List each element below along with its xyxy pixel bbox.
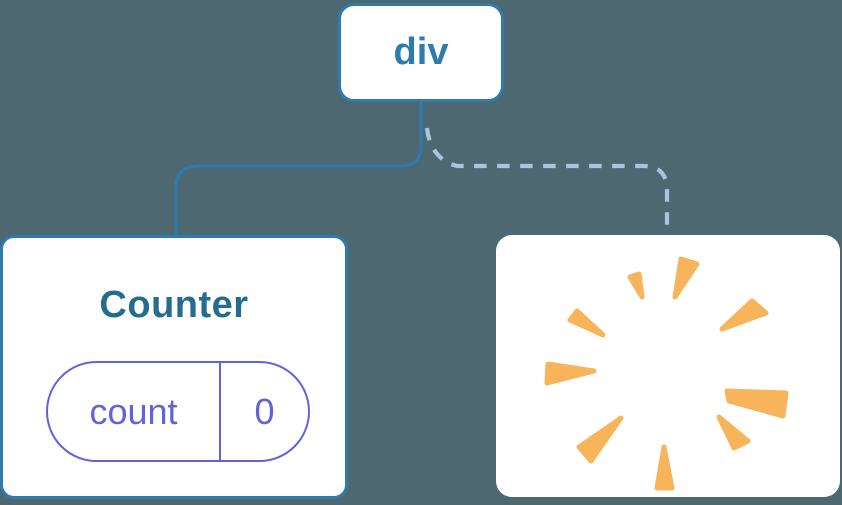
edge-solid-div-to-counter xyxy=(174,102,423,236)
counter-card: Counter count 0 xyxy=(0,235,348,499)
burst-ray xyxy=(576,415,624,464)
burst-ray xyxy=(716,414,751,451)
burst-ray xyxy=(719,298,769,332)
poof-burst-icon xyxy=(544,256,789,491)
state-pill-value: 0 xyxy=(254,390,275,432)
burst-ray xyxy=(627,271,645,300)
burst-ray xyxy=(672,256,700,300)
burst-ray xyxy=(544,361,597,386)
state-pill-key: count xyxy=(48,363,221,460)
burst-ray xyxy=(567,308,606,338)
state-pill: count 0 xyxy=(46,361,310,462)
removed-card xyxy=(496,235,840,497)
counter-card-title: Counter xyxy=(99,284,249,326)
burst-ray xyxy=(724,388,789,419)
root-node-div: div xyxy=(338,3,504,102)
edge-dashed-div-to-removed xyxy=(424,127,670,233)
root-node-label: div xyxy=(393,31,449,73)
burst-ray xyxy=(654,444,675,491)
